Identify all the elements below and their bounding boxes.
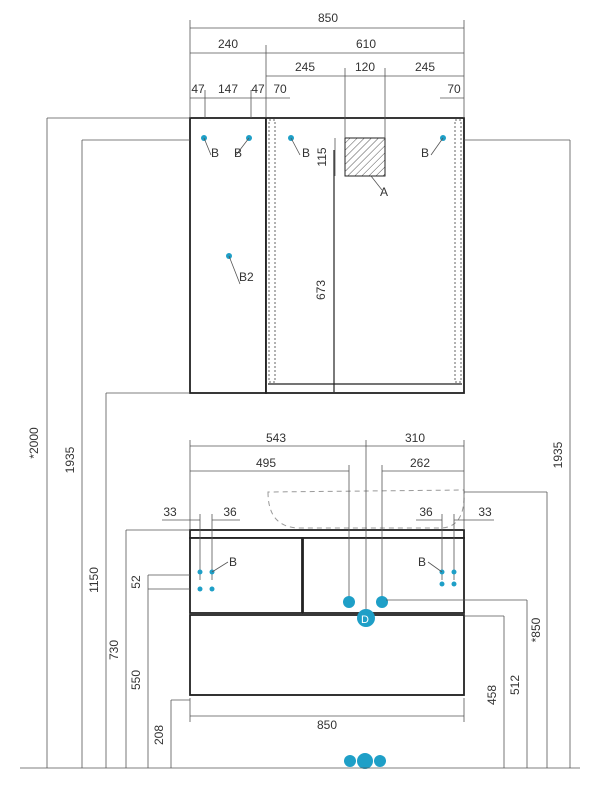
dim-147: 147	[218, 82, 238, 96]
mirror-cabinet	[189, 117, 465, 394]
label-b-3: B	[302, 146, 310, 160]
label-b-bottom-right: B	[418, 555, 426, 569]
right-led-strip	[454, 119, 462, 383]
dim-36-right: 36	[419, 505, 433, 519]
dim-seg-right: 245	[415, 60, 435, 74]
dim-h-850: *850	[529, 617, 543, 642]
dim-70-right: 70	[447, 82, 461, 96]
left-led-strip	[268, 119, 276, 383]
dim-70-left: 70	[273, 82, 287, 96]
dim-h-730: 730	[107, 640, 121, 660]
dim-right-width: 610	[356, 37, 376, 51]
dim-543: 543	[266, 431, 286, 445]
dim-47-left: 47	[191, 82, 205, 96]
label-d: D	[361, 614, 369, 626]
dim-262: 262	[410, 456, 430, 470]
dim-495: 495	[256, 456, 276, 470]
dim-33-left: 33	[163, 505, 177, 519]
dim-850-bottom: 850	[317, 718, 337, 732]
drain-marker-d	[357, 609, 375, 627]
floor-marker-right	[374, 755, 386, 767]
dim-h-1935-right: 1935	[551, 441, 565, 468]
label-b2: B2	[239, 270, 254, 284]
label-b-4: B	[421, 146, 429, 160]
bottom-markers	[197, 561, 457, 769]
dim-h-550: 550	[129, 670, 143, 690]
dim-36-left: 36	[223, 505, 237, 519]
socket-box-a	[344, 137, 386, 177]
dim-673: 673	[314, 280, 328, 300]
sink-outline	[267, 489, 465, 529]
dim-115: 115	[315, 147, 329, 166]
dim-left-width: 240	[218, 37, 238, 51]
dim-h-1935-left: 1935	[63, 446, 77, 473]
dim-seg-left: 245	[295, 60, 315, 74]
top-markers	[201, 135, 446, 285]
label-b-1: B	[211, 146, 219, 160]
floor-marker-center	[357, 753, 373, 769]
dim-h-1150: 1150	[87, 567, 101, 593]
dim-h-208: 208	[152, 725, 166, 745]
upper-drawer-left	[189, 537, 303, 614]
lower-drawer	[189, 614, 465, 696]
dim-h-2000: *2000	[27, 427, 41, 459]
dim-seg-mid: 120	[355, 60, 375, 74]
label-a: A	[380, 185, 388, 199]
dim-h-512: 512	[508, 675, 522, 695]
dim-310: 310	[405, 431, 425, 445]
height-dimensions	[20, 117, 580, 769]
top-dimensions	[189, 20, 465, 176]
dim-overall-width: 850	[318, 11, 338, 25]
dim-h-52: 52	[129, 575, 143, 589]
label-b-2: B	[234, 146, 242, 160]
dim-h-458: 458	[485, 685, 499, 705]
dim-47-right: 47	[251, 82, 265, 96]
dim-33-right: 33	[478, 505, 492, 519]
vanity-cabinet	[189, 489, 465, 696]
countertop	[189, 529, 465, 539]
floor-marker-left	[344, 755, 356, 767]
label-b-bottom-left: B	[229, 555, 237, 569]
bottom-dimensions	[162, 440, 494, 722]
